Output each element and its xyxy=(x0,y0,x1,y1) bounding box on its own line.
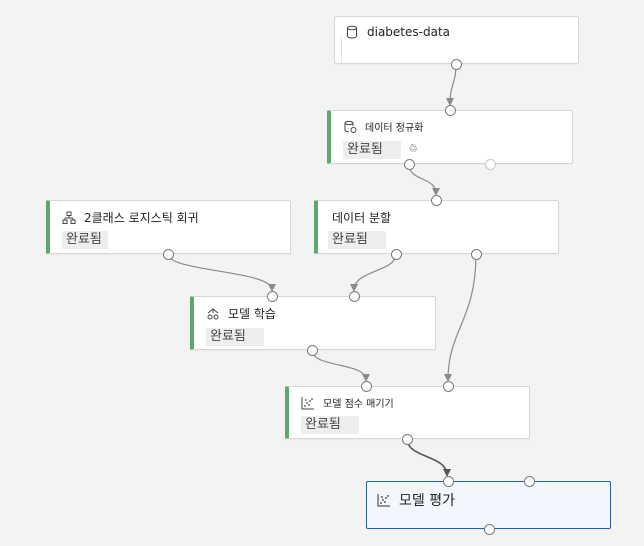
node-evaluate-model[interactable]: 모델 평가 xyxy=(366,481,611,529)
output-port[interactable] xyxy=(306,344,318,356)
connection-train-score[interactable] xyxy=(311,349,370,382)
input-port[interactable] xyxy=(442,475,454,487)
connection-dataset-normalize[interactable] xyxy=(446,63,457,106)
connection-score-evaluate[interactable] xyxy=(406,438,451,477)
node-title: 데이터 정규화 xyxy=(365,123,424,134)
input-port[interactable] xyxy=(266,290,278,302)
node-header: 모델 평가 xyxy=(377,490,602,510)
connection-split-train[interactable] xyxy=(350,253,397,292)
node-normalize-data[interactable]: 데이터 정규화 완료됨 ♲ xyxy=(327,110,573,164)
node-header: 모델 학습 xyxy=(206,305,427,322)
output-port[interactable] xyxy=(484,158,496,170)
node-header: 데이터 분할 xyxy=(332,209,550,226)
connection-split-score[interactable] xyxy=(444,253,477,382)
input-port[interactable] xyxy=(430,194,442,206)
status-badge: 완료됨 xyxy=(62,231,108,249)
input-port[interactable] xyxy=(442,380,454,392)
tree-icon xyxy=(62,211,76,224)
output-port[interactable] xyxy=(483,523,495,535)
node-title: 데이터 분할 xyxy=(332,211,392,225)
node-score-model[interactable]: 모델 점수 매기기 완료됨 xyxy=(285,386,530,439)
node-header: 모델 점수 매기기 xyxy=(301,395,521,410)
node-title: 2클래스 로지스틱 회귀 xyxy=(84,211,199,225)
train-model-icon xyxy=(207,307,219,319)
scatter-icon xyxy=(377,494,390,507)
connection-logreg-train[interactable] xyxy=(167,253,276,292)
node-title: 모델 점수 매기기 xyxy=(323,399,394,410)
node-header: 데이터 정규화 xyxy=(343,119,564,134)
status-badge: 완료됨 xyxy=(343,141,401,159)
output-port[interactable] xyxy=(390,248,402,260)
input-port[interactable] xyxy=(360,380,372,392)
node-two-class-logistic-regression[interactable]: 2클래스 로지스틱 회귀 완료됨 xyxy=(46,200,291,254)
input-port[interactable] xyxy=(444,104,456,116)
node-title: diabetes-data xyxy=(367,25,451,39)
status-badge: 완료됨 xyxy=(301,416,359,434)
output-port[interactable] xyxy=(450,58,462,70)
output-port[interactable] xyxy=(403,158,415,170)
status-badge: 완료됨 xyxy=(206,328,264,346)
scatter-icon xyxy=(301,396,314,409)
node-diabetes-data[interactable]: diabetes-data xyxy=(334,16,579,64)
input-port[interactable] xyxy=(523,475,535,487)
recycle-icon: ♲ xyxy=(408,142,418,155)
output-port[interactable] xyxy=(162,248,174,260)
node-header: 2클래스 로지스틱 회귀 xyxy=(62,209,282,226)
node-header: diabetes-data xyxy=(345,25,570,39)
node-divider xyxy=(341,37,342,63)
node-split-data[interactable]: 데이터 분할 완료됨 xyxy=(314,200,559,254)
node-train-model[interactable]: 모델 학습 완료됨 xyxy=(190,296,436,350)
node-title: 모델 평가 xyxy=(399,493,455,509)
output-port[interactable] xyxy=(401,433,413,445)
data-transform-icon xyxy=(344,120,357,133)
node-title: 모델 학습 xyxy=(228,307,276,321)
status-badge: 완료됨 xyxy=(328,231,386,249)
output-port[interactable] xyxy=(470,248,482,260)
input-port[interactable] xyxy=(348,290,360,302)
database-icon xyxy=(347,25,357,39)
